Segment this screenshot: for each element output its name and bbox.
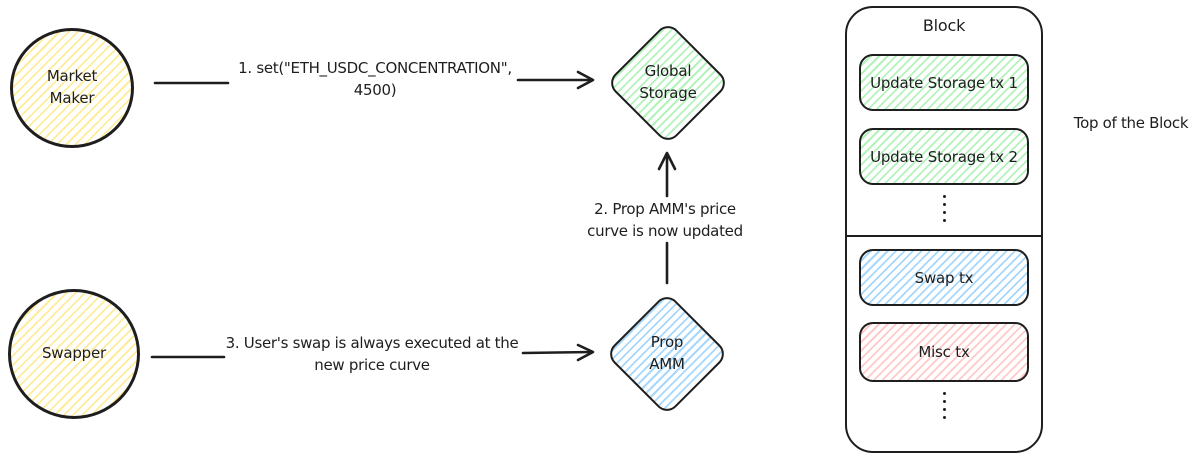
market-maker-label: Market Maker [46,67,98,107]
market-maker-node: Market Maker [10,28,134,148]
tx-update-storage-2: Update Storage tx 2 [859,128,1029,185]
swapper-node: Swapper [8,289,140,419]
global-storage-node: Global Storage [605,20,731,146]
tx-update-storage-1: Update Storage tx 1 [859,54,1029,111]
ellipsis-dots-bottom [847,392,1041,419]
block-divider [846,235,1042,238]
edge-label-set-concentration: 1. set("ETH_USDC_CONCENTRATION", 4500) [238,59,512,99]
tx-misc: Misc tx [859,322,1029,382]
tx-swap: Swap tx [859,249,1029,306]
block-title: Block [922,16,966,35]
prop-amm-node: Prop AMM [604,291,730,417]
block-container: Block Update Storage tx 1 Update Storage… [845,6,1043,453]
arrowhead-right-icon [576,343,595,362]
edge-label-swap-executed: 3. User's swap is always executed at the… [225,334,519,374]
global-storage-label: Global Storage [639,62,697,102]
arrowhead-right-icon [576,70,595,90]
arrowhead-up-icon [657,151,677,171]
ellipsis-dots-top [847,195,1041,222]
prop-amm-label: Prop AMM [649,333,685,373]
swapper-label: Swapper [41,344,107,363]
top-of-block-label: Top of the Block [1073,114,1189,132]
edge-label-price-curve-updated: 2. Prop AMM's price curve is now updated [587,200,743,240]
